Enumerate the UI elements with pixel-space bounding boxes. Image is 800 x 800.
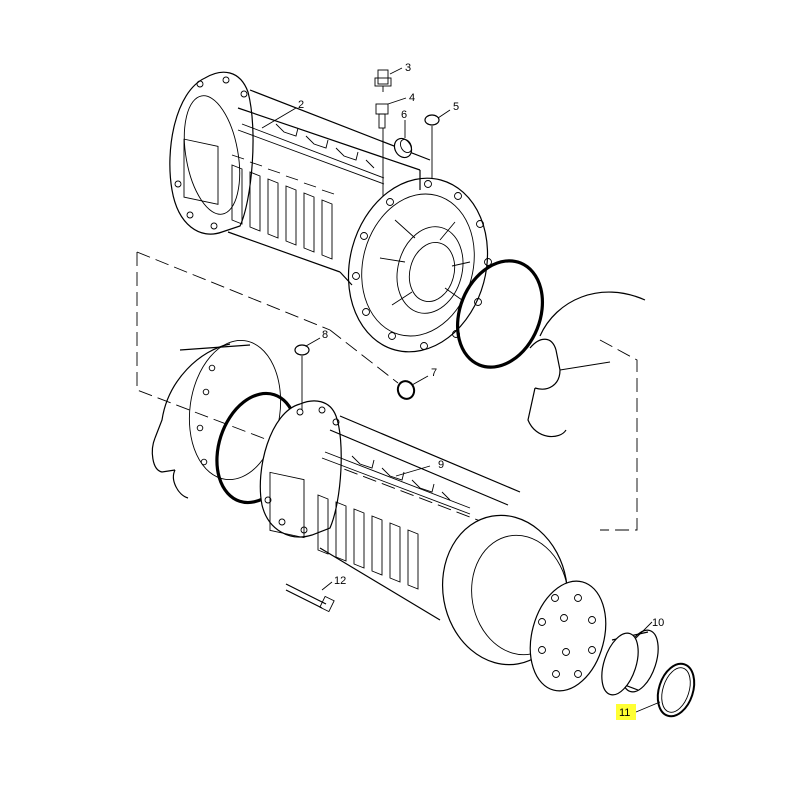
callout-label-5: 5 — [453, 101, 459, 113]
upper-right-frame — [527, 291, 646, 438]
sleeve-part-10 — [601, 629, 659, 696]
cap-part-6 — [393, 137, 413, 159]
callout-label-2: 2 — [298, 99, 304, 111]
bolt-part-12 — [285, 583, 335, 613]
plug-part-8 — [294, 344, 310, 356]
callout-label-8: 8 — [322, 329, 328, 341]
callout-label-6: 6 — [401, 109, 407, 121]
callout-label-3: 3 — [405, 62, 411, 74]
lower-hub-part-9 — [259, 400, 607, 692]
callout-label-4: 4 — [409, 92, 415, 104]
callout-labels: 2 3 4 5 6 7 8 9 10 11 12 — [298, 62, 664, 720]
fitting-part-3 — [374, 69, 392, 92]
hardware-guide-lines — [301, 126, 433, 410]
upper-hub-part-2 — [169, 71, 492, 353]
callout-label-11: 11 — [619, 707, 630, 719]
assembly-guide-dashes — [136, 251, 638, 541]
seal-part-7 — [396, 380, 416, 400]
callout-leaders — [261, 67, 661, 713]
o-ring-upper — [455, 259, 545, 369]
callout-label-12: 12 — [334, 575, 346, 587]
callout-11-highlight — [616, 704, 636, 720]
plug-part-5 — [424, 114, 440, 126]
callout-label-9: 9 — [438, 459, 444, 471]
callout-label-7: 7 — [431, 367, 437, 379]
bolt-part-4 — [375, 103, 389, 129]
callout-label-10: 10 — [652, 617, 664, 629]
ring-part-11 — [656, 662, 696, 718]
lower-left-frame — [151, 339, 282, 499]
